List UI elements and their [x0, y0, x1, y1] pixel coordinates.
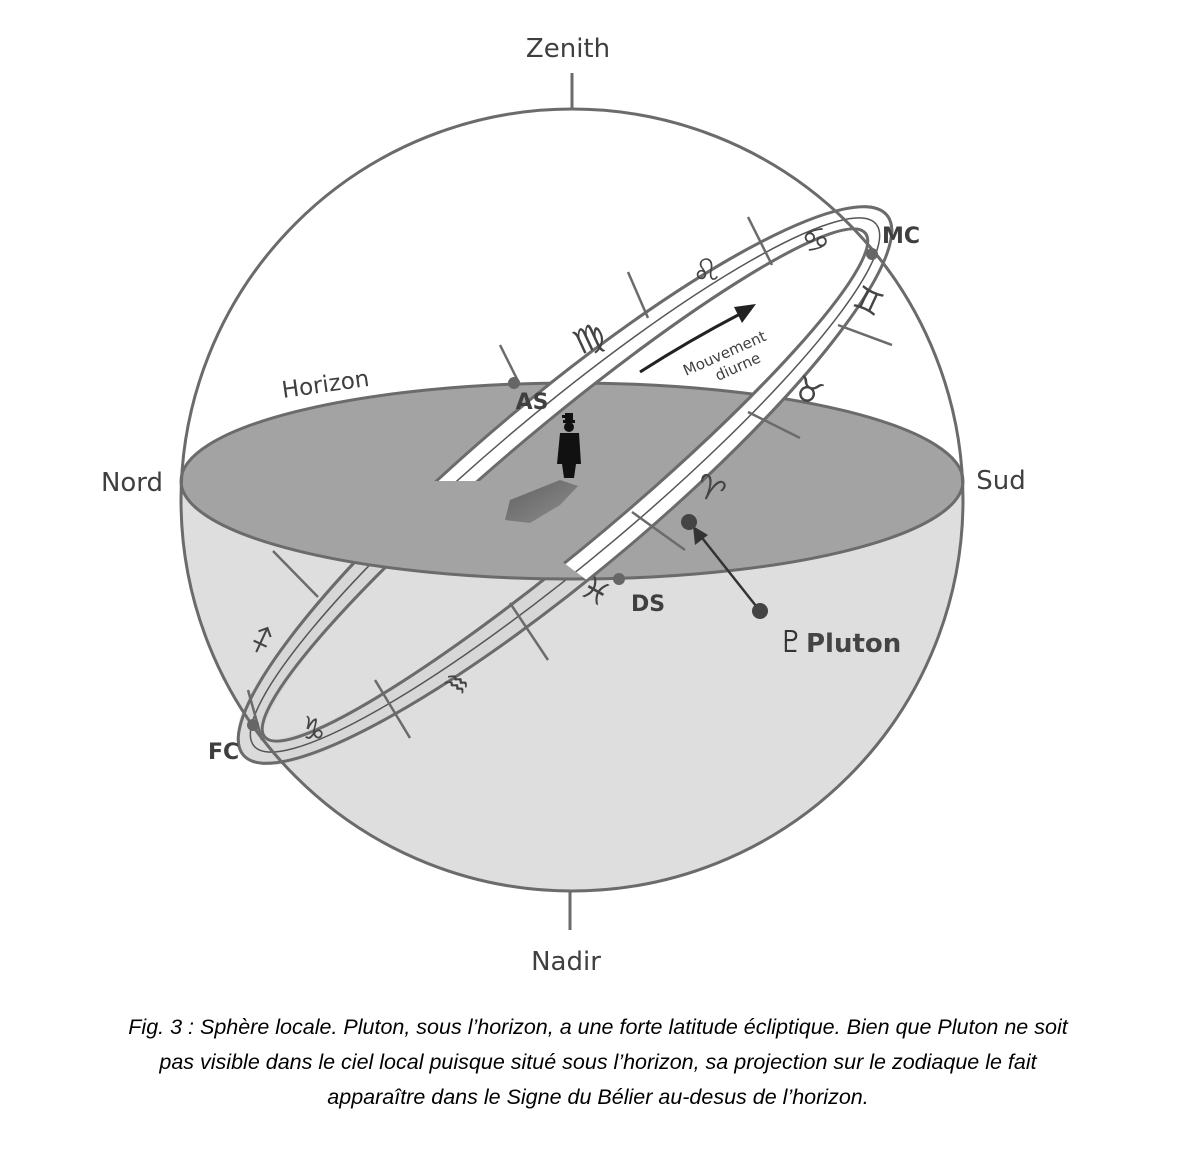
- celestial-sphere-diagram: Zenith Nadir Nord Sud Horizon ♋ ♌ ♍ ♊ ♉ …: [101, 34, 1026, 977]
- midheaven-label: MC: [882, 224, 920, 249]
- pluto-label: Pluton: [806, 629, 901, 659]
- caption-line-3: apparaître dans le Signe du Bélier au-de…: [327, 1085, 869, 1109]
- descendant-label: DS: [631, 592, 665, 617]
- sign-dividers: [246, 216, 893, 741]
- figure-caption: Fig. 3 : Sphère locale. Pluton, sous l’h…: [0, 1010, 1196, 1115]
- horizon-plane: [179, 381, 965, 581]
- caption-line-1: Fig. 3 : Sphère locale. Pluton, sous l’h…: [128, 1015, 1068, 1039]
- nadir-label: Nadir: [531, 947, 601, 977]
- south-label: Sud: [976, 466, 1026, 496]
- pluto-projection: [681, 514, 768, 619]
- pluto-symbol-icon: ♇: [778, 625, 805, 660]
- ascendant-label: AS: [516, 390, 549, 415]
- observer-icon: [505, 413, 581, 523]
- imum-coeli-label: FC: [208, 740, 239, 765]
- north-label: Nord: [101, 468, 163, 498]
- angle-points: [247, 248, 878, 731]
- caption-line-2: pas visible dans le ciel local puisque s…: [159, 1050, 1037, 1074]
- zenith-label: Zenith: [526, 34, 610, 64]
